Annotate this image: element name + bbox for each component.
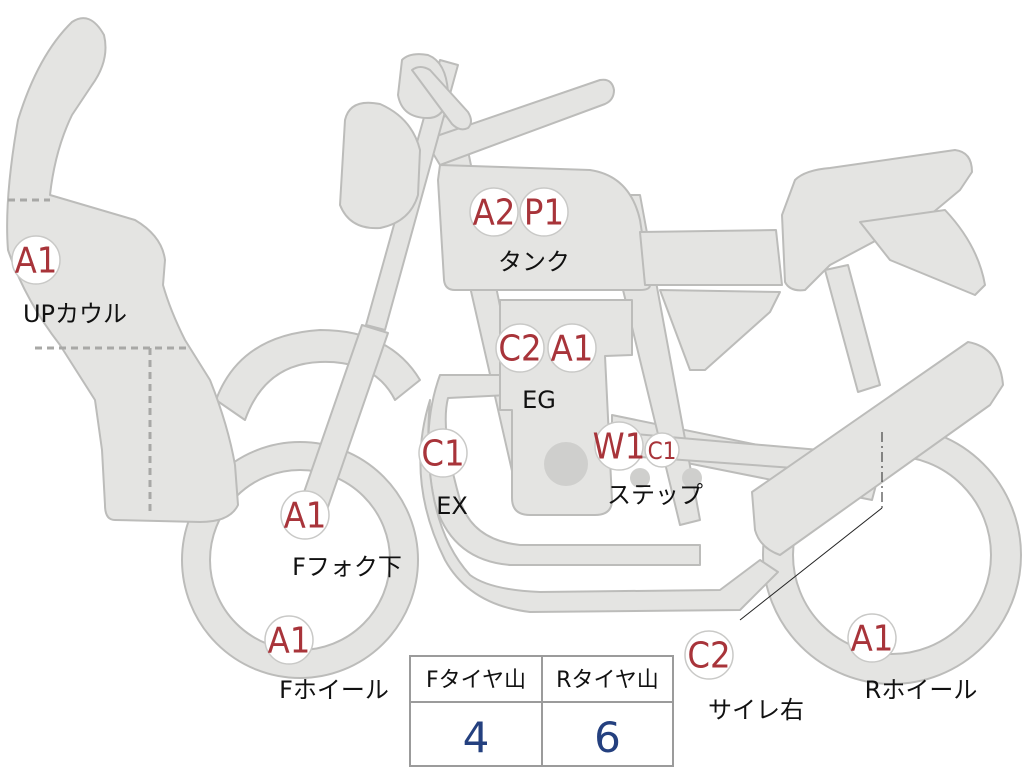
- front-wheel-tire: [182, 442, 418, 678]
- front-fender: [215, 329, 421, 421]
- tank-code: P1: [524, 193, 564, 234]
- handlebar: [411, 66, 472, 131]
- engine-code: A1: [551, 329, 594, 370]
- rear-wheel-code: A1: [851, 619, 894, 660]
- up-cowl-label: UPカウル: [23, 300, 127, 328]
- tread-header-0: Fタイヤ山: [426, 668, 526, 693]
- front-fork-lower-code-badge: A1: [280, 490, 330, 540]
- engine-code: C2: [498, 329, 541, 370]
- tank-code: A2: [473, 193, 516, 234]
- rear-wheel-code-badge: A1: [847, 613, 897, 663]
- tank-code-badge: A2: [469, 187, 519, 237]
- up-cowl-code: A1: [15, 241, 58, 282]
- step-code-badge: W1: [593, 421, 646, 471]
- front-fork-lower-label: Fフォク下: [292, 553, 402, 581]
- tread-value-0: 4: [463, 713, 490, 762]
- meter: [339, 101, 421, 230]
- exhaust-label: EX: [436, 492, 468, 520]
- silencer-right-code-badge: C2: [684, 630, 734, 680]
- exhaust-code: C1: [421, 434, 464, 475]
- silencer: [751, 341, 1004, 556]
- front-wheel-code: A1: [268, 621, 311, 662]
- engine-label: EG: [522, 386, 556, 414]
- step-code-badge: C1: [644, 432, 680, 468]
- frame-top-tube: [424, 78, 615, 166]
- engine-code-badge: A1: [547, 323, 597, 373]
- exhaust-code-badge: C1: [418, 428, 468, 478]
- rear-wheel-label: Rホイール: [865, 676, 978, 704]
- front-wheel-label: Fホイール: [279, 676, 389, 704]
- tread-header-1: Rタイヤ山: [556, 668, 659, 693]
- tank-code-badge: P1: [519, 187, 569, 237]
- tank-label: タンク: [498, 248, 570, 276]
- silencer-right-label: サイレ右: [708, 696, 804, 724]
- up-cowl: [6, 17, 239, 523]
- up-cowl-code-badge: A1: [11, 235, 61, 285]
- front-fork-lower-code: A1: [284, 496, 327, 537]
- front-wheel-code-badge: A1: [264, 615, 314, 665]
- tire-tread-table: Fタイヤ山 Rタイヤ山 4 6: [409, 655, 674, 767]
- engine-code-badge: C2: [495, 323, 545, 373]
- silencer-right-code: C2: [687, 636, 730, 677]
- step-code: C1: [648, 437, 677, 465]
- tread-value-1: 6: [594, 713, 621, 762]
- step-label: ステップ: [607, 481, 703, 509]
- step-code: W1: [593, 427, 646, 468]
